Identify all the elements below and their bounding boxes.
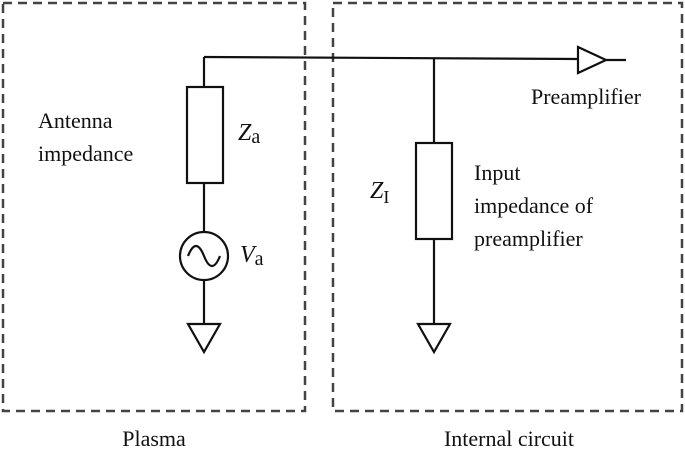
sine-wave-icon <box>186 244 222 268</box>
preamplifier-triangle-icon <box>576 45 609 75</box>
plasma-region <box>1 1 307 413</box>
ground-symbol-left <box>186 322 222 355</box>
antenna-impedance-label-line2: impedance <box>38 141 133 166</box>
ground-symbol-right <box>416 322 452 355</box>
input-impedance-label-line3: preamplifier <box>474 226 583 251</box>
input-impedance-resistor <box>414 141 454 241</box>
preamplifier-label: Preamplifier <box>531 84 642 109</box>
zi-label: ZI <box>370 178 389 207</box>
antenna-impedance-resistor <box>185 85 225 185</box>
input-impedance-label-line2: impedance of <box>474 193 594 218</box>
signal-bus-wire <box>203 55 581 61</box>
internal-circuit-region <box>331 1 684 413</box>
za-label: Za <box>238 120 260 148</box>
antenna-impedance-label-line1: Antenna <box>38 108 113 133</box>
internal-circuit-caption: Internal circuit <box>444 426 574 451</box>
plasma-caption: Plasma <box>122 426 186 451</box>
input-impedance-label-line1: Input <box>474 160 520 185</box>
va-label: Va <box>240 242 264 270</box>
